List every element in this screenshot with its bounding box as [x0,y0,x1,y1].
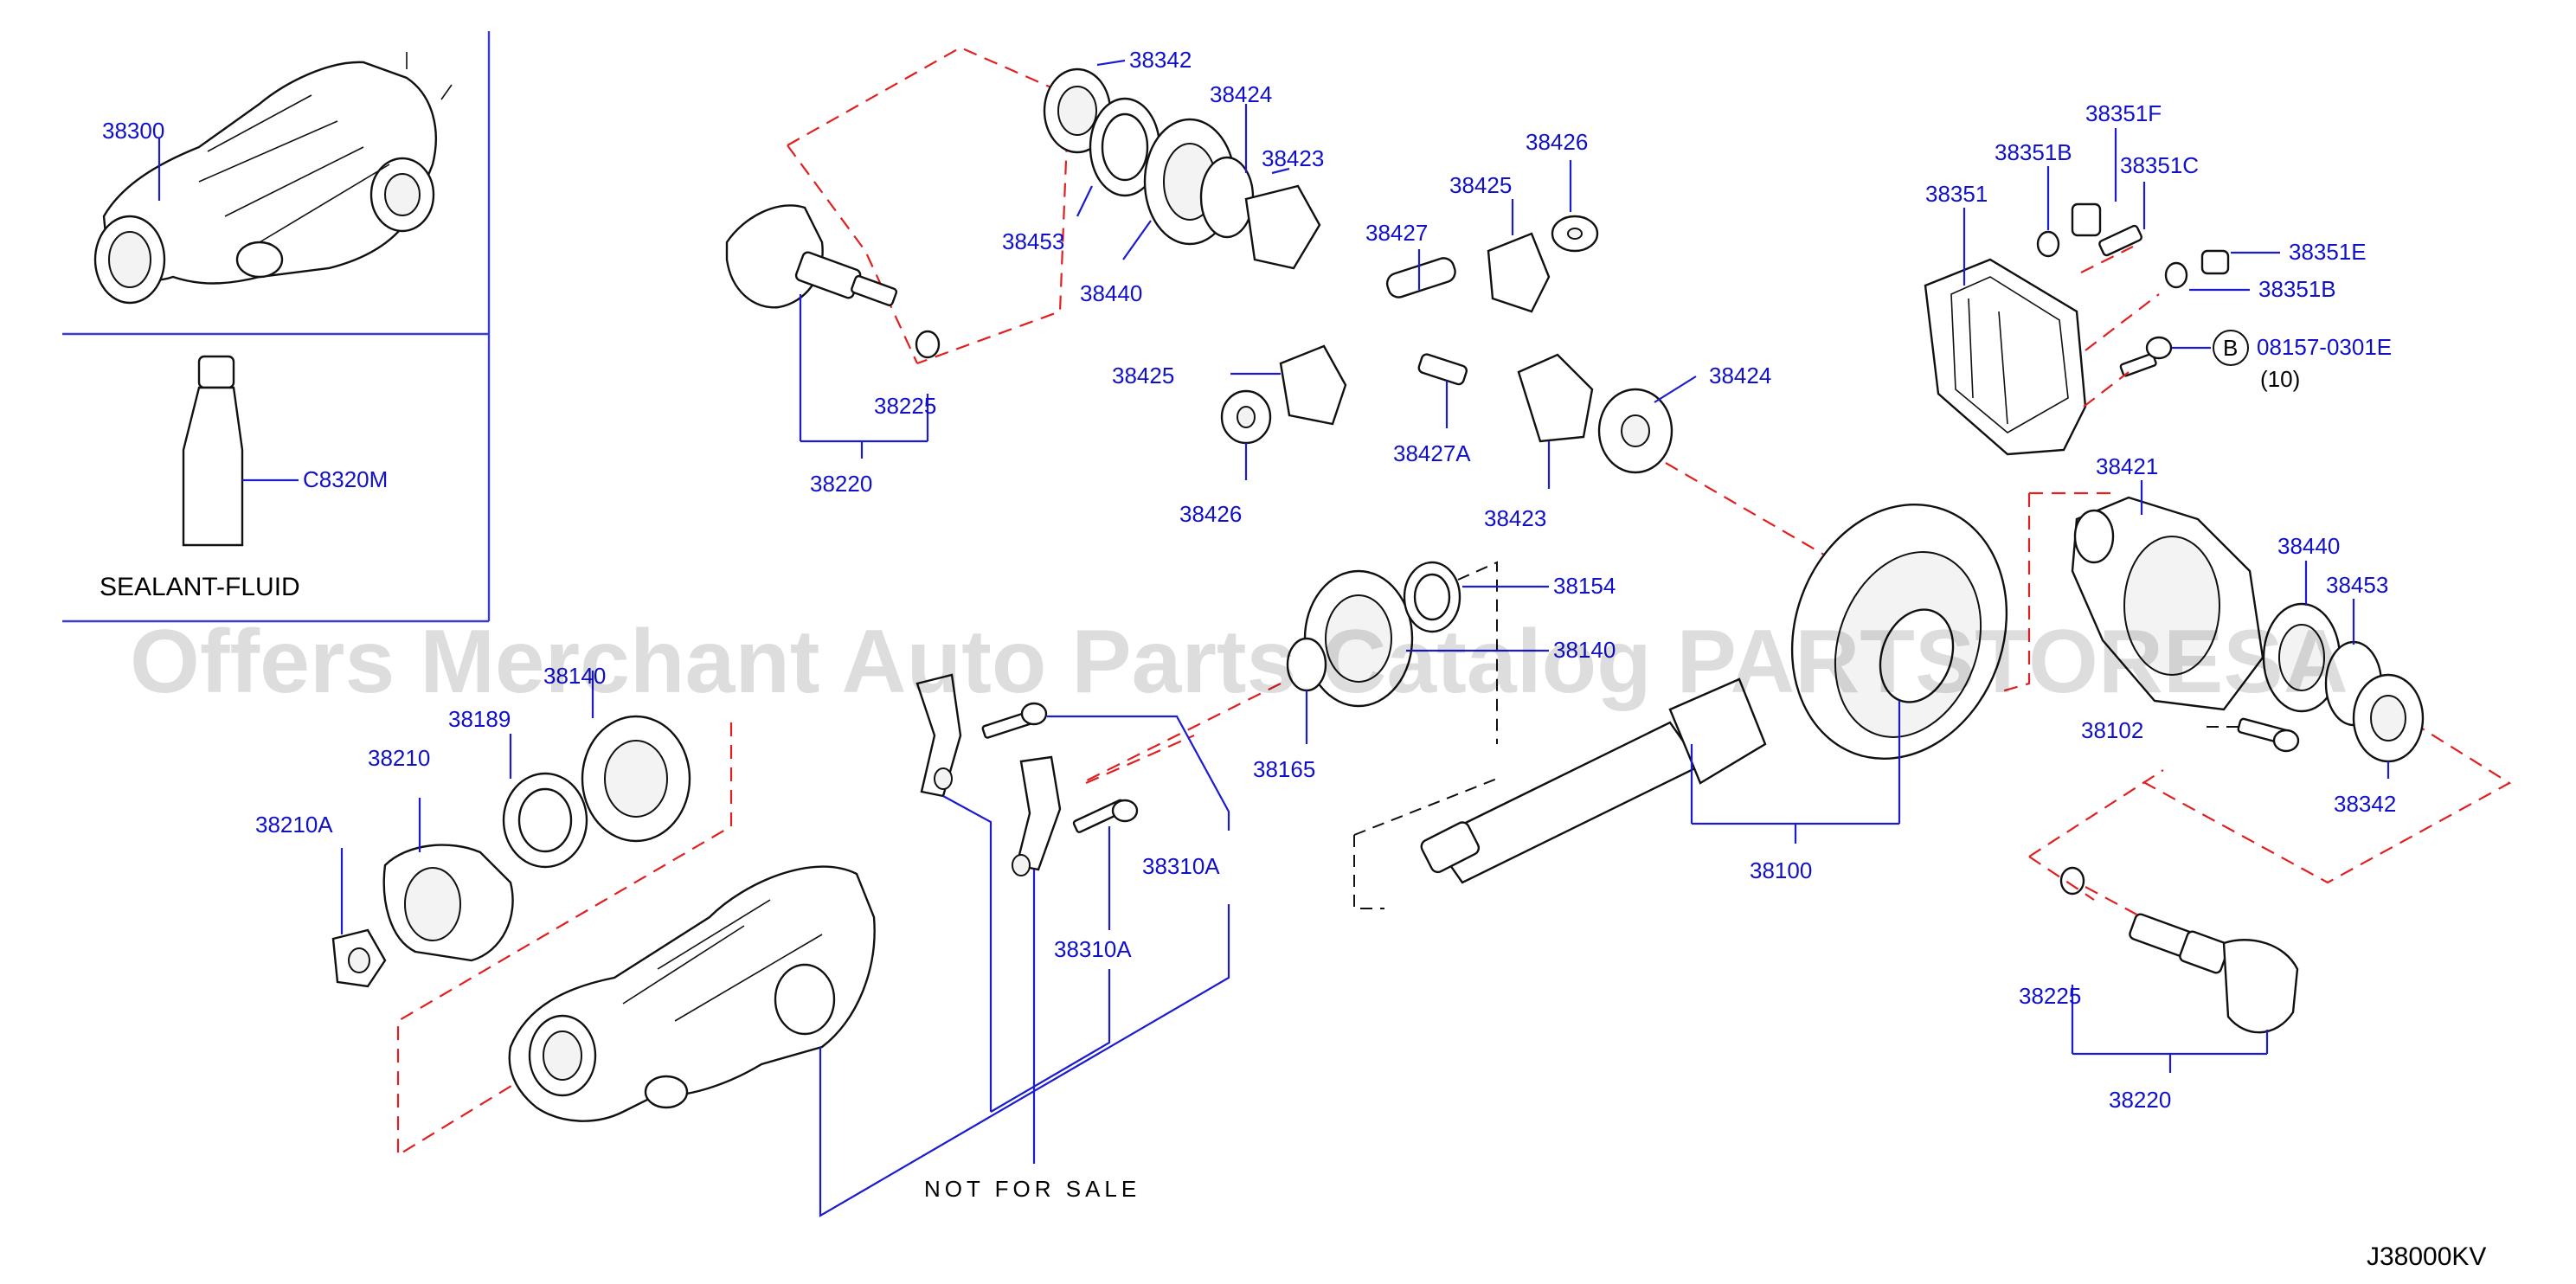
label-38351F: 38351F [2085,100,2162,126]
label-38351B-top: 38351B [1995,139,2072,165]
label-38425-mid: 38425 [1112,363,1174,388]
label-38210A: 38210A [255,812,333,838]
watermark-text: Offers Merchant Auto Parts Catalog PARTS… [130,612,2348,712]
label-38427: 38427 [1365,220,1428,246]
carrier-housing-drawing [508,865,876,1122]
label-38423-mid: 38423 [1484,505,1546,531]
label-38424-mid: 38424 [1709,363,1771,388]
final-assembly-drawing [93,52,453,305]
diff-case-right-drawing [2071,496,2425,763]
red-dash-cover-1 [2080,246,2134,273]
label-38342-right: 38342 [2334,791,2396,817]
red-dash-cover-2 [2085,293,2160,351]
label-38165: 38165 [1253,756,1315,782]
red-dash-cover-3 [2083,371,2130,408]
label-38225-left: 38225 [874,393,936,419]
oring-left-drawing [915,330,941,359]
rear-cover-drawing [1924,202,2230,456]
label-38423-top: 38423 [1262,145,1324,171]
label-38453-right: 38453 [2326,572,2388,598]
red-dash-box-top [787,46,1070,365]
label-38427A: 38427A [1393,440,1471,466]
label-38351: 38351 [1925,181,1988,207]
black-dash-pinion [1353,835,1384,909]
bolt-part-number: 08157-0301E [2257,334,2392,360]
red-dash-box-bottom-left [396,722,733,1157]
sealant-fluid-label: SEALANT-FLUID [100,573,300,601]
red-dash-right-lower-3 [2085,886,2142,918]
label-38225-right: 38225 [2019,983,2081,1009]
label-38210: 38210 [368,745,430,771]
label-38140-left: 38140 [543,663,606,689]
drive-pinion-drawing [1420,677,1767,884]
label-38100: 38100 [1750,857,1812,883]
label-38154: 38154 [1553,573,1616,599]
label-38351C: 38351C [2120,152,2199,178]
label-38300: 38300 [102,118,164,144]
side-shims-drawing [915,673,1139,876]
diagram-code: J38000KV [2367,1242,2486,1271]
label-38189: 38189 [448,706,511,732]
sealant-tube-drawing [182,355,244,547]
black-dash-center [1457,561,1498,744]
top-bearing-stack-drawing [1043,67,1321,270]
ring-gear-drawing [1790,503,2008,761]
red-dash-shims [1085,734,1195,785]
label-38140-partial: 38140 [1553,637,1616,663]
differential-gears-drawing [1220,215,1673,474]
bolt-quantity: (10) [2260,366,2300,392]
not-for-sale-note: NOT FOR SALE [924,1176,1140,1202]
label-38220-right: 38220 [2109,1087,2171,1113]
red-dash-right-lower-1 [2028,769,2164,857]
companion-flange-left-drawing [725,204,898,309]
red-dash-right-lower-2 [2028,856,2095,901]
label-38425-top: 38425 [1449,172,1512,198]
label-38426-top: 38426 [1526,129,1588,155]
label-38440-right: 38440 [2277,533,2340,559]
black-dash-pinion-2 [1353,778,1498,836]
label-38351B-bottom: 38351B [2258,276,2336,302]
label-38453-top: 38453 [1002,228,1064,254]
bolt-marker-circle [2213,330,2249,366]
red-dash-center [1081,683,1282,784]
companion-flange-right-drawing [2059,866,2299,1034]
label-38342-top: 38342 [1129,47,1192,73]
label-38310A-lower: 38310A [1054,936,1132,962]
label-38426-bottom: 38426 [1179,501,1242,527]
label-38421: 38421 [2096,453,2158,479]
label-38351E: 38351E [2289,239,2367,265]
label-38424-top: 38424 [1210,81,1272,107]
inset-frame [62,31,491,623]
red-dash-connector-ring [1665,462,1835,562]
label-38440-top: 38440 [1080,280,1142,306]
label-C8320M: C8320M [303,466,388,492]
bolt-marker-letter: B [2223,335,2238,361]
label-38310A-upper: 38310A [1142,853,1220,879]
pinion-bearing-left-drawing [502,715,691,869]
front-flange-drawing [331,844,514,988]
center-bearing-drawing [1286,561,1461,708]
label-38102: 38102 [2081,717,2143,743]
label-38220-left: 38220 [810,471,872,497]
